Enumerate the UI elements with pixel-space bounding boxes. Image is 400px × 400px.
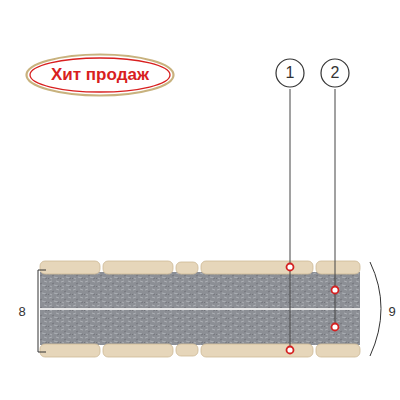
callout-number: 1 xyxy=(286,64,295,82)
callout-number: 2 xyxy=(320,58,350,88)
badge-text: Хит продаж xyxy=(51,66,149,85)
cover-top xyxy=(40,261,360,274)
callout-number: 1 xyxy=(275,58,305,88)
badge: Хит продаж xyxy=(25,53,175,97)
callout-number: 2 xyxy=(331,64,340,82)
cover-bottom xyxy=(40,344,360,357)
leader-dot xyxy=(287,264,339,354)
layer-seam xyxy=(40,308,360,310)
felt-layer xyxy=(40,310,360,345)
dimension-arc xyxy=(370,262,381,356)
dimension-label: 8 xyxy=(18,304,25,319)
felt-layer xyxy=(40,272,360,308)
leader-line xyxy=(290,89,291,350)
dimension-label: 9 xyxy=(388,304,395,319)
dimension-bracket xyxy=(38,270,46,352)
